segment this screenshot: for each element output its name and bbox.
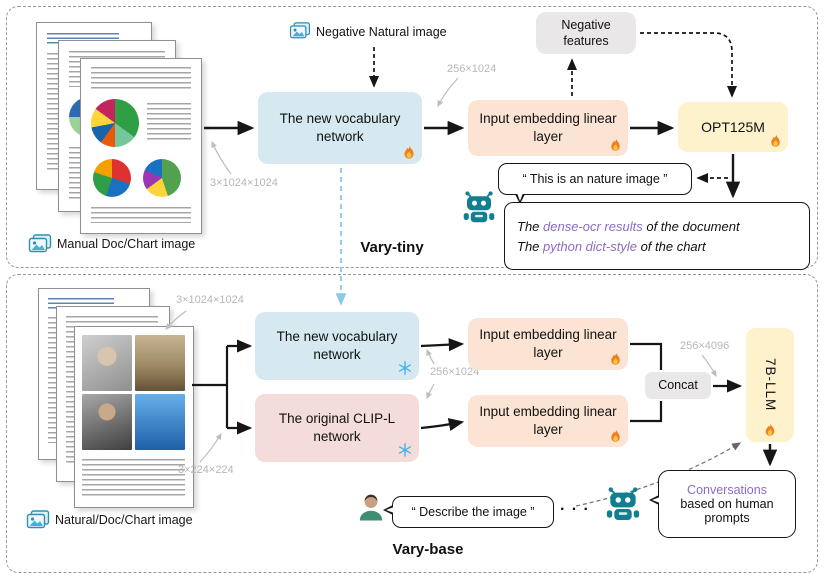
user-speech-bubble: “ Describe the image ” (383, 496, 554, 528)
user-speech-text: “ Describe the image ” (411, 505, 535, 519)
text-lines (82, 459, 185, 497)
negative-features-box: Negative features (536, 12, 636, 54)
ellipsis: · · · (560, 501, 590, 518)
dim-label-concat: 256×4096 (680, 340, 730, 352)
robot-icon (461, 190, 497, 226)
clip-network-box: The original CLIP-L network (255, 394, 419, 462)
embed-layer-label: Input embedding linear layer (479, 111, 617, 144)
opt125m-box: OPT125M (678, 102, 788, 152)
embed-layer-label: Input embedding linear layer (479, 404, 617, 437)
dim-label-embed-tiny: 256×1024 (447, 63, 497, 75)
speech-text: “ This is an nature image ” (522, 172, 668, 186)
clip-network-label: The original CLIP-L network (278, 411, 396, 444)
llm-7b-box: 7B-LLM (746, 328, 794, 442)
photo-thumbnail (82, 335, 132, 391)
vocab-network-label: The new vocabulary network (279, 111, 401, 144)
vocab-network-label: The new vocabulary network (276, 329, 398, 362)
vary-base-panel (6, 274, 818, 573)
highlighted-text: dense-ocr results (543, 218, 643, 234)
flame-icon (608, 429, 623, 444)
response-bubble: Conversations based on human prompts (649, 470, 796, 538)
text-lines (91, 67, 191, 91)
text-lines (147, 103, 191, 143)
highlighted-text: Conversations (687, 483, 767, 497)
dim-label-input-vocab: 3×1024×1024 (176, 294, 244, 306)
photo-page (74, 326, 194, 508)
vocab-network-box-tiny: The new vocabulary network (258, 92, 422, 164)
photo-thumbnail (135, 335, 185, 391)
output-box-tiny: The dense-ocr results of the document Th… (504, 202, 810, 270)
opt125m-label: OPT125M (701, 118, 765, 135)
embed-layer-box-1: Input embedding linear layer (468, 318, 628, 370)
dim-label-input-tiny: 3×1024×1024 (210, 177, 278, 189)
text-segment: of the document (642, 218, 740, 234)
dim-label-input-clip: 3×224×224 (178, 464, 234, 476)
input-caption-tiny: Manual Doc/Chart image (57, 237, 196, 251)
negative-features-label: Negative features (561, 17, 611, 48)
vocab-network-box-base: The new vocabulary network (255, 312, 419, 380)
llm-7b-label: 7B-LLM (762, 358, 778, 412)
pie-chart (143, 159, 181, 197)
image-icon (28, 234, 52, 254)
output-line-1: The dense-ocr results of the document (517, 219, 797, 234)
flame-icon (401, 145, 417, 161)
flame-icon (763, 423, 778, 438)
panel-title-tiny: Vary-tiny (360, 239, 424, 256)
embed-layer-box-2: Input embedding linear layer (468, 395, 628, 447)
text-segment: The (517, 238, 544, 254)
negative-input-label: Negative Natural image (316, 25, 447, 39)
flame-icon (608, 138, 623, 153)
vary-tiny-panel (6, 6, 818, 268)
concat-box: Concat (645, 372, 711, 399)
input-caption-base: Natural/Doc/Chart image (55, 513, 193, 527)
text-segment: based on human prompts (680, 497, 774, 525)
concat-label: Concat (658, 378, 698, 393)
text-segment: The (517, 218, 544, 234)
photo-thumbnail (135, 394, 185, 450)
pie-chart (93, 159, 131, 197)
image-icon (289, 22, 311, 40)
flame-icon (608, 352, 623, 367)
dim-label-embed-base: 256×1024 (430, 366, 480, 378)
embed-layer-label: Input embedding linear layer (479, 327, 617, 360)
document-page (80, 58, 202, 234)
pie-chart (91, 99, 139, 147)
text-lines (91, 207, 191, 223)
photo-thumbnail (82, 394, 132, 450)
response-text: Conversations based on human prompts (659, 483, 795, 525)
text-segment: of the chart (636, 238, 706, 254)
image-icon (26, 510, 50, 530)
snowflake-icon (398, 443, 412, 457)
embed-layer-box-tiny: Input embedding linear layer (468, 100, 628, 156)
person-icon (355, 492, 387, 524)
robot-icon (604, 486, 642, 524)
speech-bubble-tiny: “ This is an nature image ” (498, 163, 692, 204)
highlighted-text: python dict-style (543, 238, 637, 254)
snowflake-icon (398, 361, 412, 375)
flame-icon (768, 134, 783, 149)
panel-title-base: Vary-base (392, 541, 464, 558)
output-line-2: The python dict-style of the chart (517, 239, 797, 254)
